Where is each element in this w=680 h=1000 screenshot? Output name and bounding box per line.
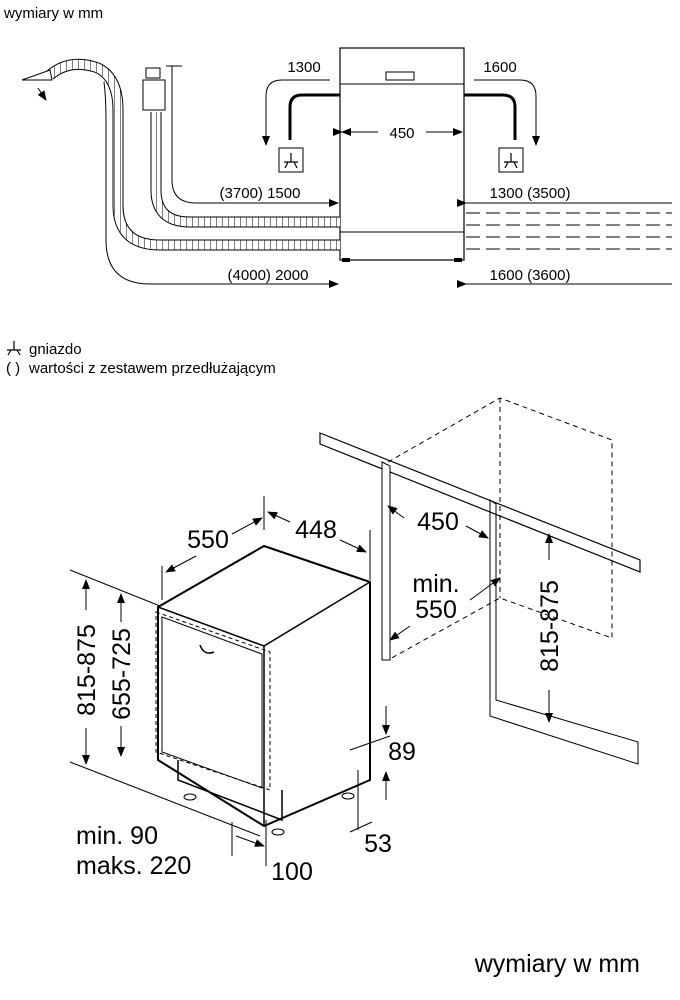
tap-connector-icon [145,67,161,79]
unit-title-top: wymiary w mm [3,5,103,22]
plinth-height-label: 89 [388,738,416,766]
right-height-dim [474,79,540,146]
foot-front-right-icon [271,828,285,836]
right-cabinet-side [489,499,639,765]
depth-arrow-l [165,555,197,573]
niche-depth-val: 550 [415,596,457,624]
width-arrow-l [267,511,291,523]
left-socket-box [278,147,304,173]
niche-width-arrow-l [387,505,405,519]
niche-dashed-box [387,397,613,661]
right-inner-cable-label: 1300 (3500) [490,185,571,202]
plinth-ext-top [349,735,391,751]
left-inner-hose-label: (3700) 1500 [220,185,301,202]
unit-title-bottom: wymiary w mm [474,950,640,978]
door-panel-outline [155,611,271,791]
legend-socket-text: gniazdo [29,341,82,358]
niche-width-arrow-r [465,525,489,539]
width-label: 450 [389,125,414,142]
foot-right-icon [454,258,462,262]
left-socket-icon [284,153,298,169]
drain-length-dim [103,81,339,288]
niche-depth-min: min. [412,570,459,598]
drain-hose-end-arrow [37,87,47,101]
width-arrow-r [339,539,367,553]
foot-offset-arrow [235,835,265,847]
gap-max-label: maks. 220 [76,852,191,880]
dishwasher-front [339,47,465,261]
legend-paren-symbol: ( ) [6,360,20,377]
right-height-label: 1600 [483,59,516,76]
foot-back-right-icon [341,792,355,800]
inlet-hose-outline [150,112,340,228]
drain-hose-end-icon [21,69,53,81]
plinth-outline [177,760,283,822]
left-height-label: 1300 [287,59,320,76]
door-panel-inner [161,616,263,789]
depth-arrow-r [231,517,263,535]
inlet-hose-ribs [151,112,340,227]
left-cabinet-side [381,461,391,661]
inlet-length-dim [171,66,339,207]
left-height-dim [262,79,330,146]
right-power-cable [464,93,517,140]
body-height-label: 655-725 [108,628,136,720]
niche-width-label: 450 [417,508,459,536]
foot-offset-label: 100 [271,858,313,886]
left-outer-hose-label: (4000) 2000 [228,267,309,284]
height-ext-bottom [69,761,261,837]
width-448-label: 448 [295,516,337,544]
display-icon [385,71,415,81]
right-socket-icon [504,153,518,169]
overall-height-label: 815-875 [73,624,101,716]
drain-hose-ribs [47,59,340,250]
top-view: 450 1300 1600 (3700) 1500 (4000) 2000 [21,47,672,288]
niche-height-label: 815-875 [536,580,564,672]
niche-depth-arrow-r [469,577,501,601]
height-ext-top [69,569,161,607]
plinth-depth-label: 53 [364,830,392,858]
legend-paren-text: wartości z zestawem przedłużającym [28,360,276,377]
foot-front-left-icon [183,793,197,801]
socket-legend-icon [7,341,21,356]
door-handle-icon [199,644,215,654]
gap-min-label: min. 90 [76,822,158,850]
aquastop-box [142,79,166,111]
foot-left-icon [342,258,350,262]
legend: gniazdo ( ) wartości z zestawem przedłuż… [6,341,276,377]
right-outer-cable-label: 1600 (3600) [490,267,571,284]
countertop [319,432,641,573]
iso-view: 450 min. 550 815-875 550 448 [69,397,641,886]
depth-label: 550 [187,526,229,554]
plinth-depth-arrow [349,821,373,833]
left-supply-hose [288,93,340,140]
niche-depth-arrow-l [389,625,411,641]
